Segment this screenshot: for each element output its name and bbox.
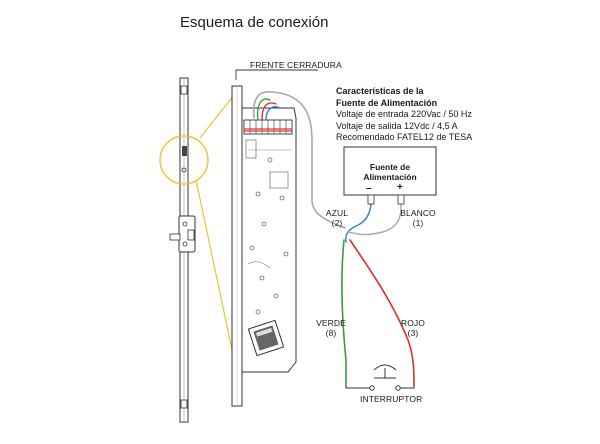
frente-cerradura-label: FRENTE CERRADURA [250, 60, 342, 70]
verde-number: (8) [325, 328, 337, 338]
specs-heading-1: Características de la [336, 86, 424, 96]
specs-input-voltage: Voltaje de entrada 220Vac / 50 Hz [336, 109, 472, 119]
rojo-label: ROJO (3) [398, 318, 428, 338]
lock-body [241, 107, 297, 373]
lock-front-plate [231, 85, 243, 407]
azul-number: (2) [331, 218, 343, 228]
rojo-text: ROJO [400, 318, 425, 328]
specs-recommended: Recomendado FATEL12 de TESA [336, 132, 473, 142]
page-title: Esquema de conexión [180, 14, 329, 31]
switch-circuit [345, 364, 415, 391]
interruptor-label: INTERRUPTOR [360, 394, 423, 404]
power-supply-label: Fuente de Alimentación [344, 162, 436, 182]
azul-text: AZUL [325, 208, 349, 218]
specs-block: Características de la Fuente de Alimenta… [336, 86, 472, 144]
blanco-text: BLANCO [400, 208, 436, 218]
power-supply-line2: Alimentación [363, 172, 417, 182]
blanco-number: (1) [412, 218, 424, 228]
verde-text: VERDE [316, 318, 346, 328]
power-supply [343, 146, 437, 205]
azul-label: AZUL (2) [320, 208, 354, 228]
power-supply-line1: Fuente de [369, 162, 411, 172]
specs-output-voltage: Voltaje de salida 12Vdc / 4,5 A [336, 120, 458, 131]
rojo-number: (3) [407, 328, 419, 338]
wires [252, 91, 415, 387]
verde-label: VERDE (8) [316, 318, 346, 338]
door-frame [169, 77, 196, 423]
frente-leader [235, 69, 318, 80]
minus-terminal-label: – [366, 183, 372, 194]
specs-heading-2: Fuente de Alimentación [336, 97, 438, 108]
plus-terminal-label: + [397, 182, 403, 193]
blanco-label: BLANCO (1) [398, 208, 438, 228]
